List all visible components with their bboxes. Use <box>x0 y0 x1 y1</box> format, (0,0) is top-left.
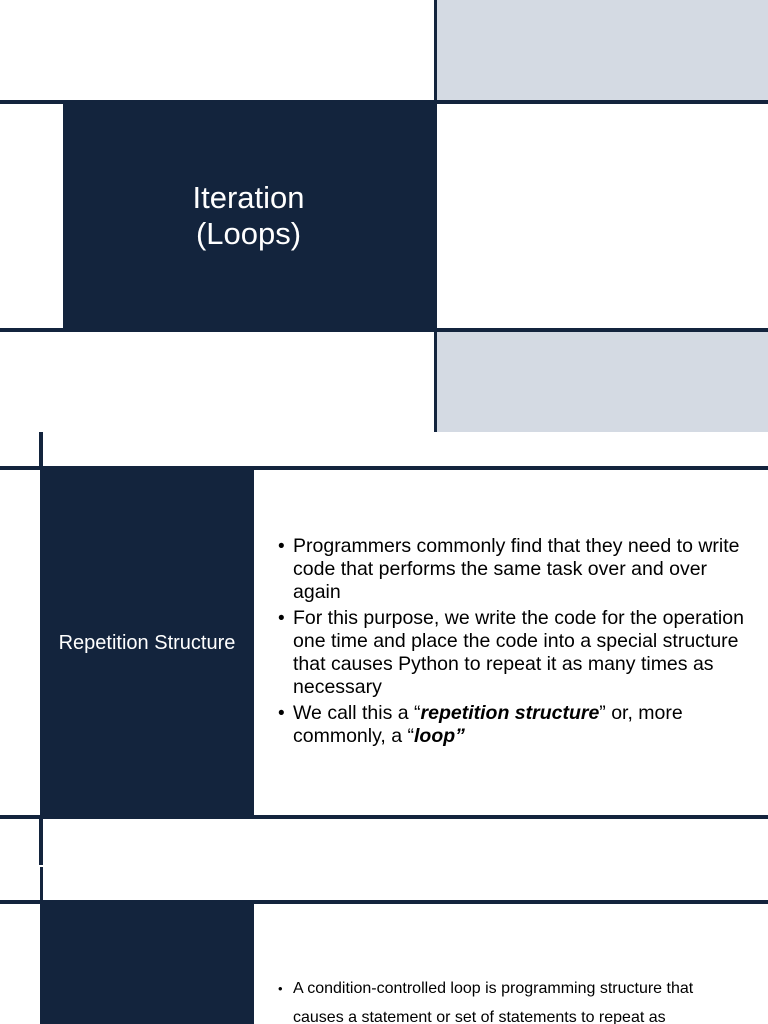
top-right-grey-block <box>437 0 768 100</box>
divider-vertical <box>40 867 43 900</box>
section-label: Repetition Structure <box>58 631 236 654</box>
list-item: For this purpose, we write the code for … <box>278 607 748 699</box>
bullet-text: ” or, more commonly, a “ <box>293 702 683 747</box>
divider-vertical <box>434 0 437 432</box>
bullet-emphasis: repetition structure <box>420 702 600 724</box>
divider-horizontal <box>0 466 768 470</box>
list-item: A condition-controlled loop is programmi… <box>278 974 748 1024</box>
divider-horizontal <box>0 328 768 332</box>
bottom-right-grey-block <box>437 332 768 432</box>
divider-horizontal <box>0 900 768 904</box>
bullet-list: Programmers commonly find that they need… <box>278 535 748 751</box>
section-label-panel: Repetition Structure <box>40 470 254 815</box>
bullet-text: A condition-controlled loop is programmi… <box>293 980 694 1024</box>
title-panel: Iteration (Loops) <box>63 104 434 328</box>
list-item: Programmers commonly find that they need… <box>278 535 748 604</box>
slide-title: Iteration (Loops) <box>192 180 305 251</box>
bullet-text: For this purpose, we write the code for … <box>293 607 744 698</box>
divider-vertical <box>39 432 43 468</box>
bullet-list: A condition-controlled loop is programmi… <box>278 974 748 1024</box>
bullet-emphasis: loop” <box>414 725 465 747</box>
bullet-text: We call this a “ <box>293 702 421 724</box>
section-label-panel <box>40 904 254 1024</box>
divider-horizontal <box>0 100 768 104</box>
divider-vertical <box>39 819 43 865</box>
bullet-text: Programmers commonly find that they need… <box>293 535 740 603</box>
divider-horizontal <box>0 815 768 819</box>
list-item: We call this a “repetition structure” or… <box>278 702 748 748</box>
